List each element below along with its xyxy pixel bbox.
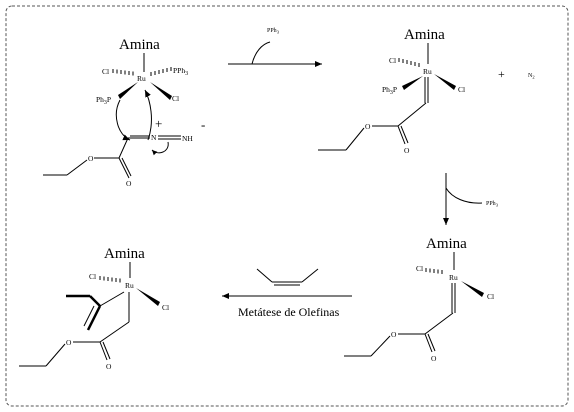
pph3-leaving-2: PPh3 <box>486 201 499 208</box>
cl-label-2b: Cl <box>458 85 465 94</box>
ru-label-1: Ru <box>137 74 146 83</box>
cl-label-1b: Cl <box>172 94 179 103</box>
plus-charge-1: + <box>155 116 162 131</box>
step-arrow-2: PPh3 <box>443 173 499 225</box>
ru-label-3: Ru <box>449 273 458 282</box>
minus-charge-1: - <box>201 117 205 132</box>
pph3-leaving-1: PPh3 <box>267 28 280 35</box>
amina-label-2: Amina <box>404 27 445 43</box>
cl-label-2a: Cl <box>389 56 396 65</box>
ru-label-4: Ru <box>125 281 134 290</box>
cl-label-3a: Cl <box>416 264 423 273</box>
nh-label-1: NH <box>182 134 193 143</box>
o-carbonyl-3: O <box>431 354 437 363</box>
o-ester-4: O <box>66 338 72 347</box>
ph3p-label-2: Ph3P <box>382 85 397 96</box>
complex-4: Amina Ru Cl Cl O O <box>19 246 169 371</box>
o-carbonyl-1: O <box>126 179 132 188</box>
amina-label-4: Amina <box>104 246 145 262</box>
step-arrow-1: PPh3 <box>228 28 322 67</box>
cl-label-4b: Cl <box>162 303 169 312</box>
complex-2: Amina Ru Cl Ph3P Cl O O <box>318 27 465 155</box>
n-label-1: N <box>151 133 157 142</box>
cl-label-4a: Cl <box>89 272 96 281</box>
cl-label-1a: Cl <box>102 67 109 76</box>
pph3-label-1: PPh3 <box>173 66 188 77</box>
o-carbonyl-2: O <box>404 146 410 155</box>
amina-label-1: Amina <box>119 37 160 53</box>
o-ester-3: O <box>391 330 397 339</box>
o-ester-1: O <box>88 154 94 163</box>
step-arrow-3: Metátese de Olefinas <box>222 268 352 319</box>
ph3p-label-1: Ph3P <box>96 95 111 106</box>
complex-1: Amina Ru Cl PPh3 Ph3P Cl + - N <box>43 37 205 188</box>
n2-label: N2 <box>528 73 535 80</box>
metathesis-label: Metátese de Olefinas <box>238 305 340 319</box>
scheme-frame <box>5 5 569 407</box>
complex-3: Amina Ru Cl Cl O O <box>344 236 494 363</box>
ru-label-2: Ru <box>423 67 432 76</box>
plus-sign: + <box>498 67 505 81</box>
o-ester-2: O <box>365 122 371 131</box>
amina-label-3: Amina <box>426 236 467 252</box>
o-carbonyl-4: O <box>106 362 112 371</box>
cl-label-3b: Cl <box>487 292 494 301</box>
